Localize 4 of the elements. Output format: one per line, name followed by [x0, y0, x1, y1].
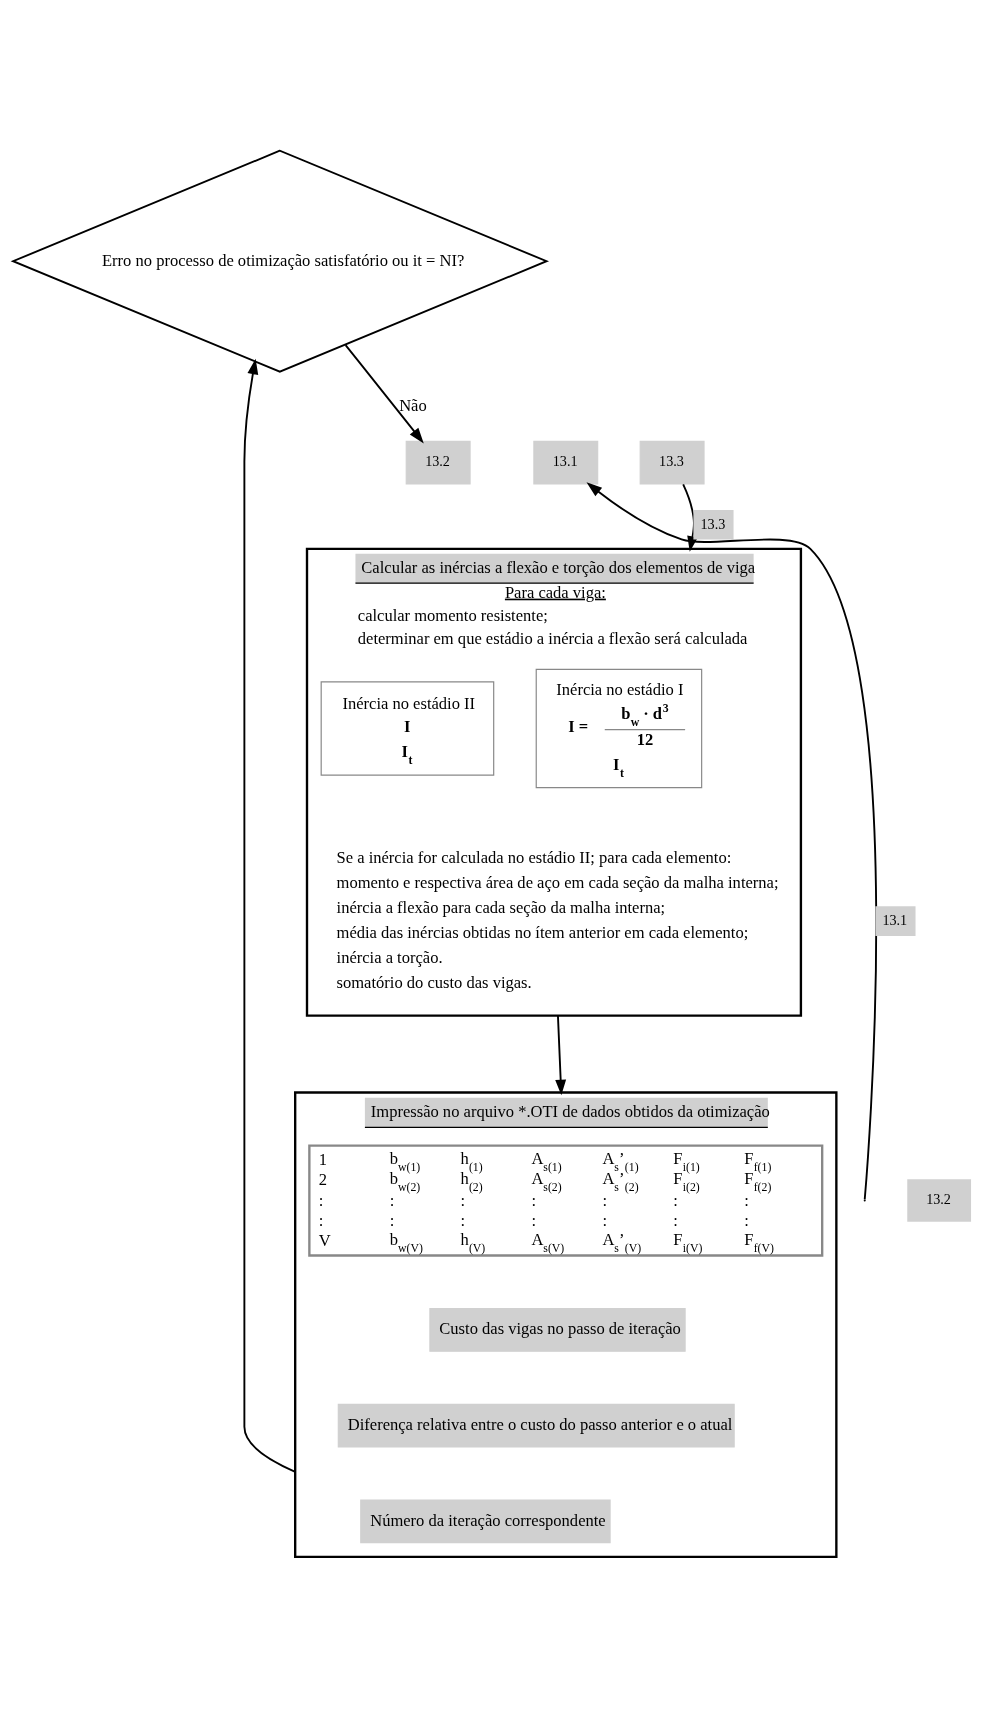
- label: 13.2: [926, 1190, 951, 1207]
- edge-label: 13.3: [700, 515, 726, 532]
- edge-label: Não: [399, 395, 427, 415]
- edge-label: 13.1: [882, 911, 908, 928]
